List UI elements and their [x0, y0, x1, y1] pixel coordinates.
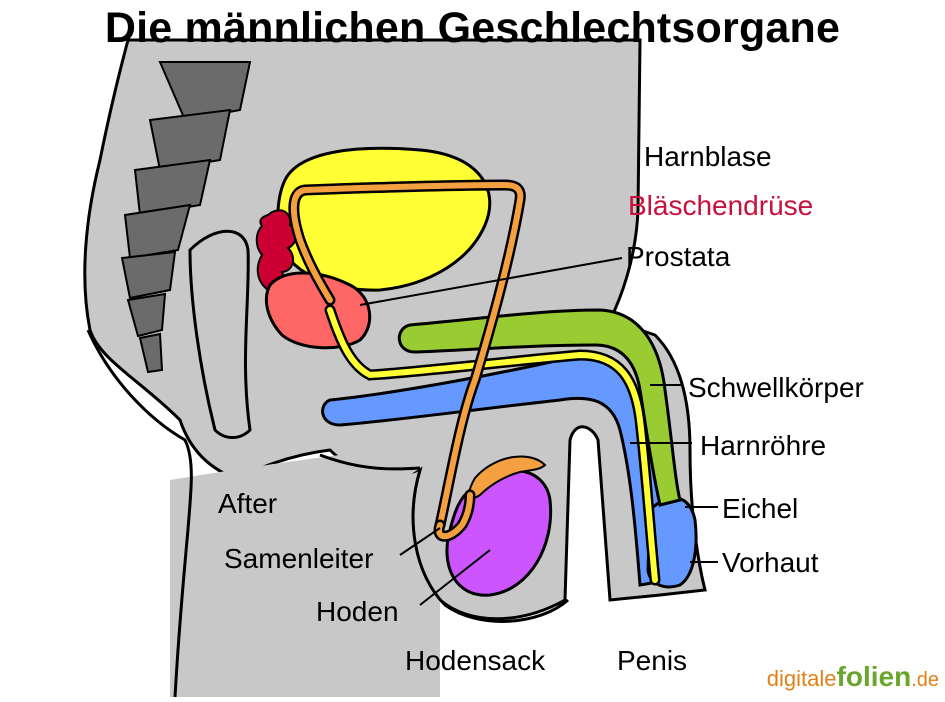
spine: [120, 61, 252, 374]
leg-outline: [319, 453, 421, 471]
corpus-cavernosum: [397, 308, 682, 507]
label-vorhaut: Vorhaut: [722, 547, 819, 578]
label-hoden: Hoden: [316, 596, 399, 627]
brand-logo: digitalefolien.de: [767, 661, 939, 693]
thigh-outline: [86, 329, 193, 698]
scrotum-outline: [411, 469, 569, 623]
label-samenleiter: Samenleiter: [224, 543, 374, 574]
label-after: After: [218, 488, 278, 519]
label-schwellkoerper: Schwellkörper: [688, 372, 864, 403]
label-penis: Penis: [617, 645, 688, 676]
brand-part-2: folien: [836, 661, 912, 692]
pubic-bone: [188, 229, 252, 439]
label-blaeschendruese: Bläschendrüse: [628, 190, 814, 221]
label-hodensack: Hodensack: [405, 645, 546, 676]
label-harnroehre: Harnröhre: [700, 430, 827, 461]
label-harnblase: Harnblase: [644, 141, 772, 172]
brand-part-1: digitale: [766, 666, 837, 691]
label-eichel: Eichel: [722, 493, 799, 524]
page-title: Die männlichen Geschlechtsorgane: [104, 4, 841, 52]
label-prostata: Prostata: [626, 241, 731, 272]
leader-lines: [359, 257, 718, 606]
brand-part-3: .de: [911, 669, 939, 691]
thigh-region: [170, 455, 440, 697]
